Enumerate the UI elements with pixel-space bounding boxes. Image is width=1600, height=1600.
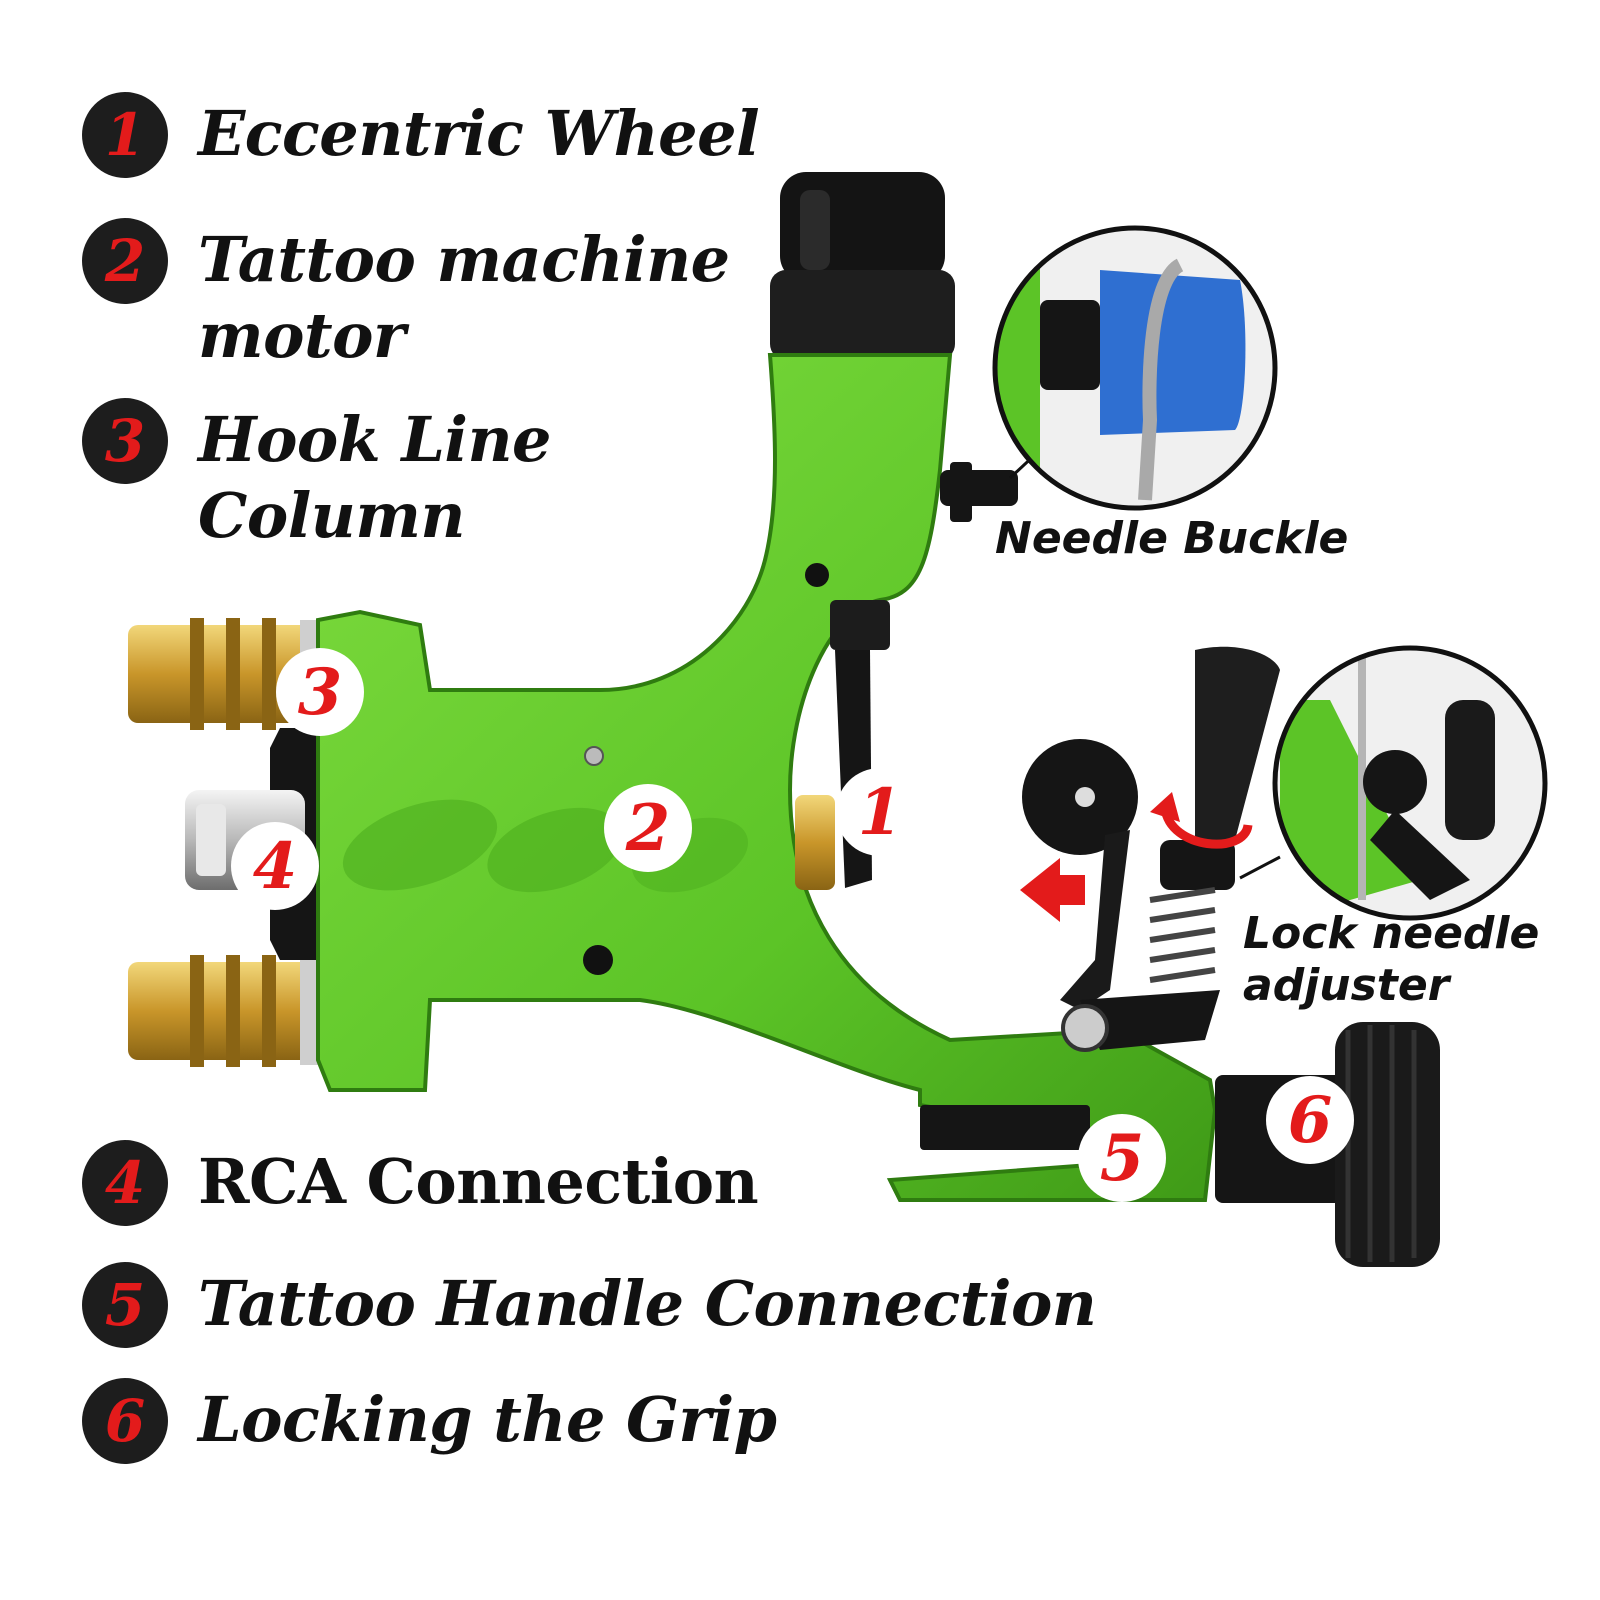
rotate-arrow	[1160, 806, 1253, 849]
badge-4: 4	[231, 822, 319, 910]
badge-1: 1	[836, 768, 924, 856]
lock-adjuster-label-line2: adjuster	[1243, 960, 1452, 1011]
badge-4-number: 4	[253, 829, 298, 904]
legend-label-1: Eccentric Wheel	[198, 97, 760, 170]
legend-number-6: 6	[82, 1378, 168, 1464]
legend-item-1: 1 Eccentric Wheel	[82, 92, 760, 178]
motor-cap	[770, 172, 955, 360]
legend-item-3: 3 Hook Line Column	[82, 398, 552, 554]
badge-3-number: 3	[298, 655, 343, 730]
rotate-arrow-head	[1150, 792, 1180, 822]
legend-label-2: Tattoo machine motor	[198, 223, 730, 372]
legend-item-4: 4 RCA Connection	[82, 1140, 759, 1226]
lock-adjuster-label-line1: Lock needle	[1243, 908, 1539, 959]
badge-5-number: 5	[1100, 1121, 1145, 1196]
badge-1-number: 1	[858, 775, 903, 850]
legend-item-5: 5 Tattoo Handle Connection	[82, 1262, 1097, 1348]
legend-number-1: 1	[82, 92, 168, 178]
legend-label-3: Hook Line Column	[198, 403, 552, 552]
frame-screw-hole-lower	[583, 945, 613, 975]
legend-number-4: 4	[82, 1140, 168, 1226]
lock-needle-adjuster	[1022, 646, 1280, 1052]
legend-label-4: RCA Connection	[198, 1145, 759, 1218]
badge-6: 6	[1266, 1076, 1354, 1164]
handle-connection-slot	[920, 1105, 1090, 1150]
needle-buckle-detail	[992, 225, 1278, 511]
slide-left-arrow	[1020, 858, 1085, 922]
legend-label-6: Locking the Grip	[198, 1383, 777, 1456]
hook-line-column-bottom	[128, 955, 322, 1067]
lock-adjuster-detail	[1239, 645, 1548, 921]
legend-number-2: 2	[82, 218, 168, 304]
legend-label-5: Tattoo Handle Connection	[198, 1267, 1097, 1340]
frame-groove-2	[487, 807, 623, 893]
badge-3: 3	[276, 648, 364, 736]
needle-buckle-label: Needle Buckle	[995, 513, 1348, 564]
legend-number-5: 5	[82, 1262, 168, 1348]
badge-5: 5	[1078, 1114, 1166, 1202]
badge-2: 2	[604, 784, 692, 872]
frame-screw-hole	[805, 563, 829, 587]
badge-6-number: 6	[1288, 1083, 1333, 1158]
frame-screw	[584, 746, 604, 766]
legend-item-2: 2 Tattoo machine motor	[82, 218, 730, 374]
badge-2-number: 2	[625, 791, 671, 866]
legend-number-3: 3	[82, 398, 168, 484]
frame-groove-1	[342, 799, 498, 891]
legend-item-6: 6 Locking the Grip	[82, 1378, 777, 1464]
